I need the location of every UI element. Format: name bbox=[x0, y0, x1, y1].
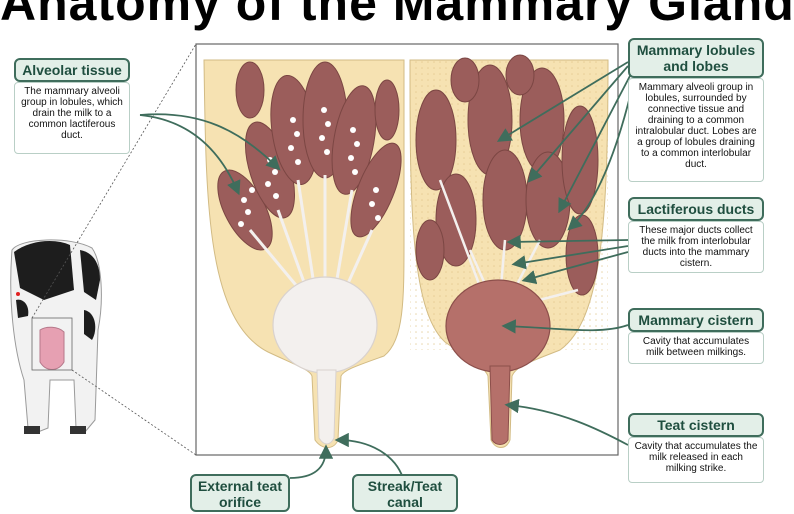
mammary-cistern-description: Cavity that accumulates milk between mil… bbox=[628, 332, 764, 364]
mammary-lobules-label: Mammary lobules and lobes bbox=[628, 38, 764, 78]
external-teat-orifice-label: External teat orifice bbox=[190, 474, 290, 512]
diagram-title: Anatomy of the Mammary Gland bbox=[0, 0, 794, 31]
teat-cistern-label: Teat cistern bbox=[628, 413, 764, 437]
cow-illustration bbox=[10, 239, 102, 434]
alveolar-tissue-label: Alveolar tissue bbox=[14, 58, 130, 82]
teat-cistern-description: Cavity that accumulates the milk release… bbox=[628, 437, 764, 483]
lactiferous-ducts-description: These major ducts collect the milk from … bbox=[628, 221, 764, 273]
streak-canal-label: Streak/Teat canal bbox=[352, 474, 458, 512]
mammary-cistern-label: Mammary cistern bbox=[628, 308, 764, 332]
alveolar-tissue-description: The mammary alveoli group in lobules, wh… bbox=[14, 82, 130, 154]
mammary-lobules-description: Mammary alveoli group in lobules, surrou… bbox=[628, 78, 764, 182]
lactiferous-ducts-label: Lactiferous ducts bbox=[628, 197, 764, 221]
